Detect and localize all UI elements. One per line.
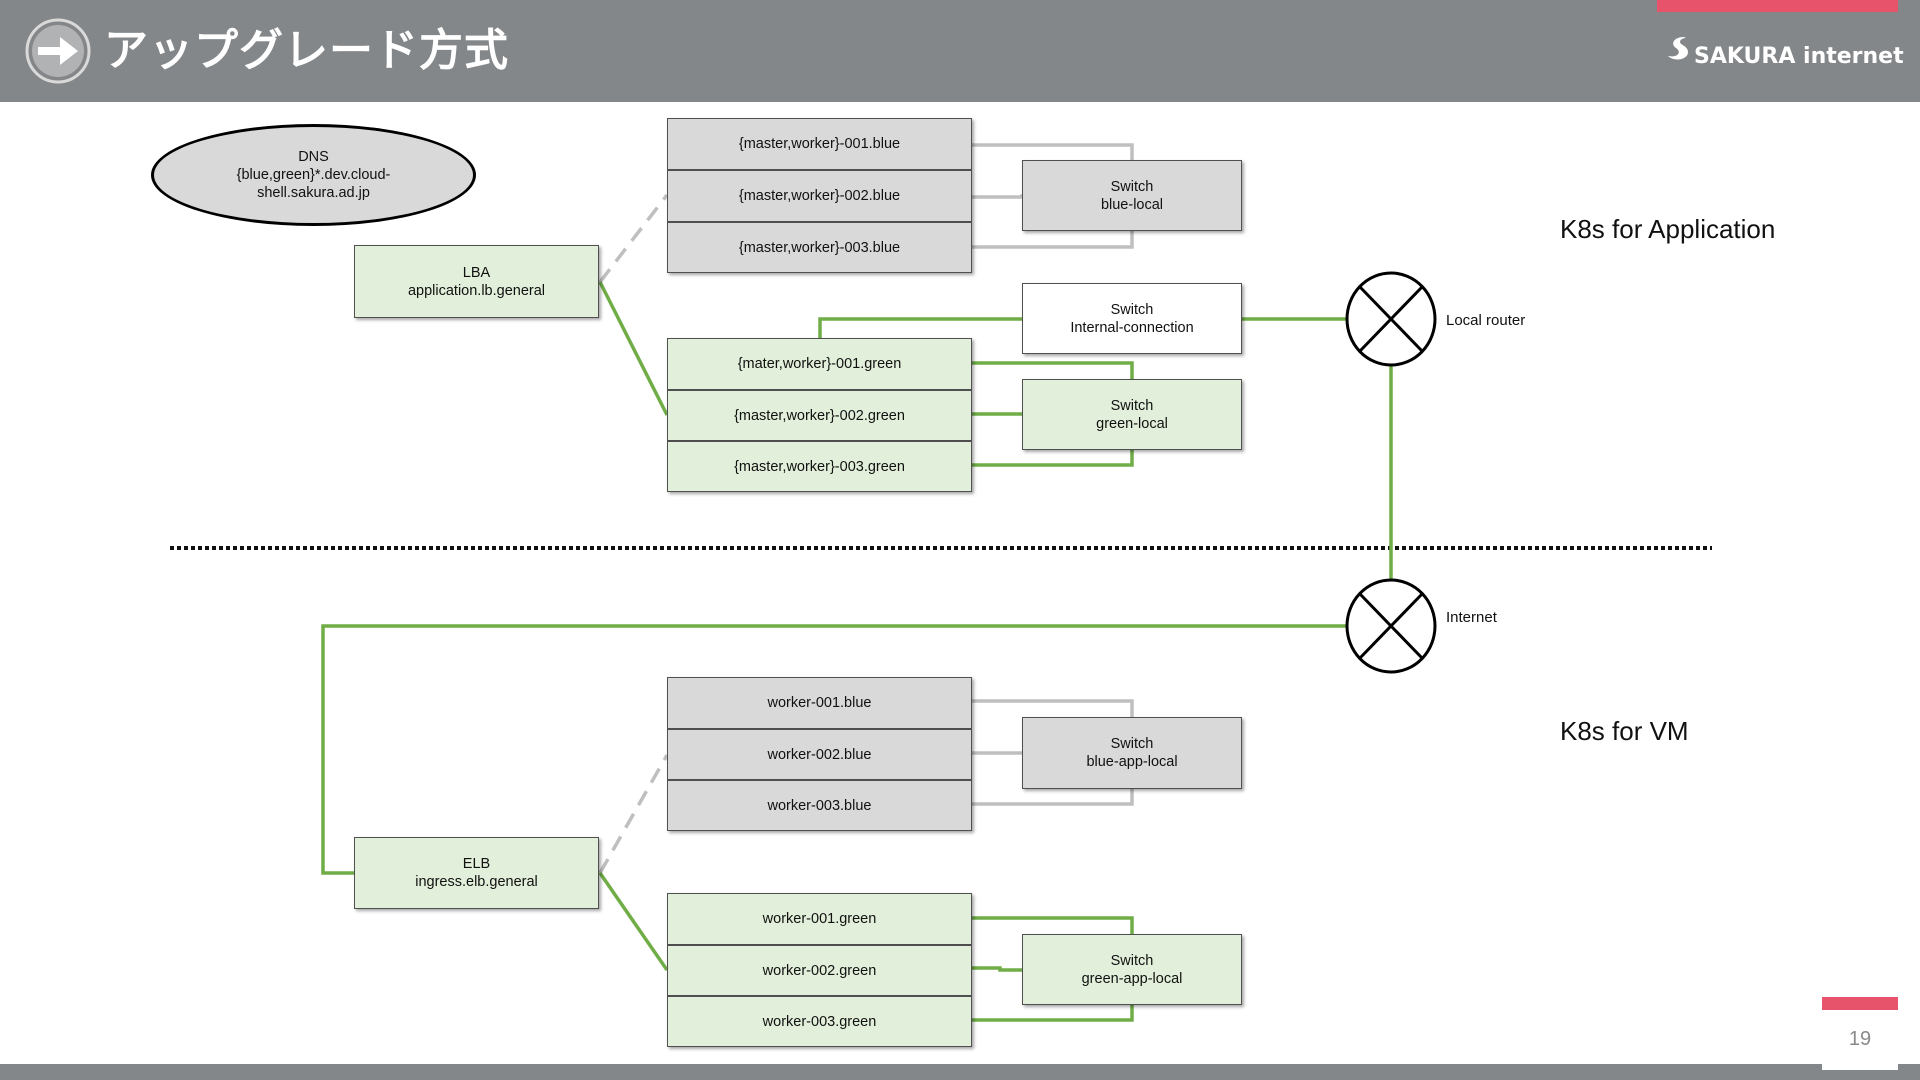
elb-blue-link [598, 754, 669, 874]
vm-blue-node-1: worker-001.blue [667, 677, 972, 729]
footer-bar [0, 1064, 1920, 1080]
node-label: {master,worker}-002.green [734, 407, 905, 424]
sakura-logo: SAKURA internet [1664, 30, 1904, 80]
lba-host: application.lb.general [407, 282, 546, 299]
app-blue-node-3: {master,worker}-003.blue [667, 222, 972, 273]
vm-blue-link-3 [972, 788, 1134, 806]
vm-green-node-1: worker-001.green [667, 893, 972, 945]
app-green-node-2: {master,worker}-002.green [667, 390, 972, 441]
lba-node: LBA application.lb.general [354, 245, 599, 318]
node-label: {master,worker}-002.blue [738, 188, 901, 204]
elb-name: ELB [462, 856, 491, 872]
dns-title: DNS [298, 149, 329, 165]
arrow-right-circle-icon [25, 18, 91, 84]
switch-name: green-app-local [1081, 970, 1183, 987]
switch-type: Switch [1110, 301, 1154, 318]
node-label: {mater,worker}-001.green [737, 356, 902, 372]
local-router-label: Local router [1446, 312, 1526, 329]
logo-text: SAKURA internet [1694, 44, 1904, 69]
section-label-app: K8s for Application [1560, 214, 1776, 244]
node-label: {master,worker}-003.blue [738, 239, 901, 256]
switch-blue-app-local: Switch blue-app-local [1022, 717, 1242, 789]
vm-blue-node-2: worker-002.blue [667, 729, 972, 780]
vm-green-link-2 [972, 966, 1023, 972]
header-bar [0, 0, 1920, 102]
sakura-logo-icon [1668, 37, 1688, 60]
switch-name: blue-app-local [1086, 754, 1178, 770]
green-link-3 [972, 449, 1134, 467]
node-label: worker-003.blue [767, 797, 872, 814]
switch-type: Switch [1110, 397, 1154, 414]
page-number: 19 [1848, 1028, 1872, 1050]
switch-blue-local: Switch blue-local [1022, 160, 1242, 231]
elb-node: ELB ingress.elb.general [354, 837, 599, 909]
vm-green-node-3: worker-003.green [667, 996, 972, 1047]
vm-green-node-2: worker-002.green [667, 945, 972, 996]
internal-to-green-node [818, 317, 1022, 338]
vm-green-link-3 [972, 1004, 1134, 1022]
switch-type: Switch [1110, 178, 1154, 195]
node-label: worker-001.green [762, 911, 877, 927]
blue-link-1 [972, 143, 1134, 162]
internet-elb-link [321, 624, 1346, 875]
app-green-node-1: {mater,worker}-001.green [667, 338, 972, 390]
node-label: worker-002.blue [767, 746, 872, 763]
switch-internal-connection: Switch Internal-connection [1022, 283, 1242, 354]
switch-type: Switch [1110, 736, 1154, 752]
slide-title: アップグレード方式 [104, 25, 509, 76]
vm-blue-link-1 [972, 699, 1134, 718]
app-blue-node-1: {master,worker}-001.blue [667, 118, 972, 170]
dns-domain-line2: shell.sakura.ad.jp [257, 185, 370, 201]
node-label: worker-001.blue [767, 695, 872, 711]
local-router-icon [1345, 271, 1437, 367]
lba-green-link [598, 281, 669, 416]
vm-green-link-1 [972, 916, 1134, 935]
node-label: {master,worker}-001.blue [738, 136, 901, 152]
accent-bar-bottom [1822, 997, 1898, 1010]
switch-name: blue-local [1100, 196, 1164, 213]
elb-host: ingress.elb.general [415, 874, 538, 890]
switch-green-local: Switch green-local [1022, 379, 1242, 450]
lba-blue-link [598, 193, 669, 284]
node-label: {master,worker}-003.green [734, 458, 905, 475]
dns-domain-line1: {blue,green}*.dev.cloud- [236, 167, 391, 183]
switch-type: Switch [1110, 952, 1154, 969]
page-number-box [1822, 1010, 1898, 1070]
green-link-1 [972, 361, 1134, 380]
app-blue-node-2: {master,worker}-002.blue [667, 170, 972, 222]
elb-green-link [598, 872, 669, 971]
accent-bar-top [1657, 0, 1898, 12]
blue-link-2 [972, 194, 1024, 199]
vm-blue-node-3: worker-003.blue [667, 780, 972, 831]
section-label-vm: K8s for VM [1560, 716, 1689, 746]
internet-icon [1345, 578, 1437, 674]
switch-name: green-local [1096, 415, 1168, 432]
node-label: worker-002.green [762, 962, 877, 979]
switch-name: Internal-connection [1070, 319, 1194, 336]
internet-label: Internet [1446, 609, 1497, 626]
lba-name: LBA [462, 264, 491, 281]
node-label: worker-003.green [762, 1013, 877, 1030]
dns-node: DNS {blue,green}*.dev.cloud- shell.sakur… [151, 124, 476, 226]
blue-link-3 [972, 230, 1134, 249]
app-green-node-3: {master,worker}-003.green [667, 441, 972, 492]
switch-green-app-local: Switch green-app-local [1022, 934, 1242, 1005]
